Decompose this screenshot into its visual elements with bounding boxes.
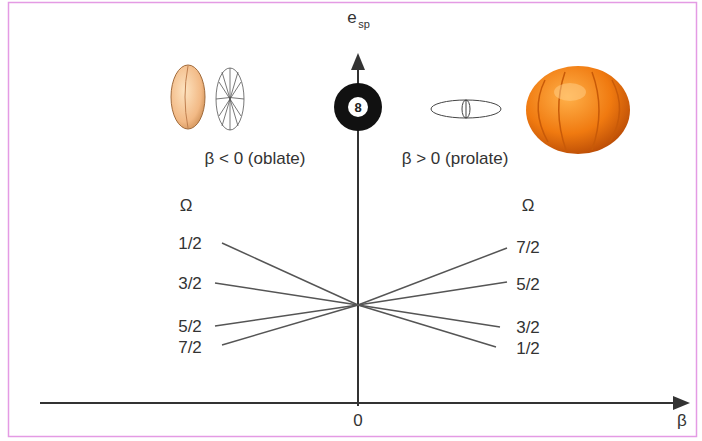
eight-ball: 8 <box>333 82 383 132</box>
x-arrowhead <box>673 396 690 410</box>
oblate-seed <box>171 65 205 129</box>
quantum-number: 3/2 <box>178 275 202 292</box>
region-label: β < 0 (oblate) <box>205 150 306 167</box>
frame <box>9 3 697 437</box>
x-axis <box>40 402 676 404</box>
quantum-number: 3/2 <box>516 319 540 336</box>
quantum-number: 1/2 <box>516 340 540 357</box>
quantum-number: 5/2 <box>516 276 540 293</box>
quantum-number: 5/2 <box>178 318 202 335</box>
oblate-wireframe <box>216 68 244 130</box>
axis-label: 0 <box>353 412 362 429</box>
omega-header: Ω <box>522 197 535 214</box>
ball-number: 8 <box>333 82 383 132</box>
quantum-number: 7/2 <box>178 339 202 356</box>
region-label: β > 0 (prolate) <box>402 150 509 167</box>
y-arrowhead <box>351 53 365 70</box>
prolate-wireframe <box>431 100 501 118</box>
axis-label: e <box>347 9 356 26</box>
axis-label: β <box>677 412 687 429</box>
quantum-number: 7/2 <box>516 239 540 256</box>
axis-subscript: sp <box>358 19 370 30</box>
level-lines <box>215 243 507 347</box>
quantum-number: 1/2 <box>178 235 202 252</box>
tomato <box>526 66 630 154</box>
omega-header: Ω <box>180 197 193 214</box>
